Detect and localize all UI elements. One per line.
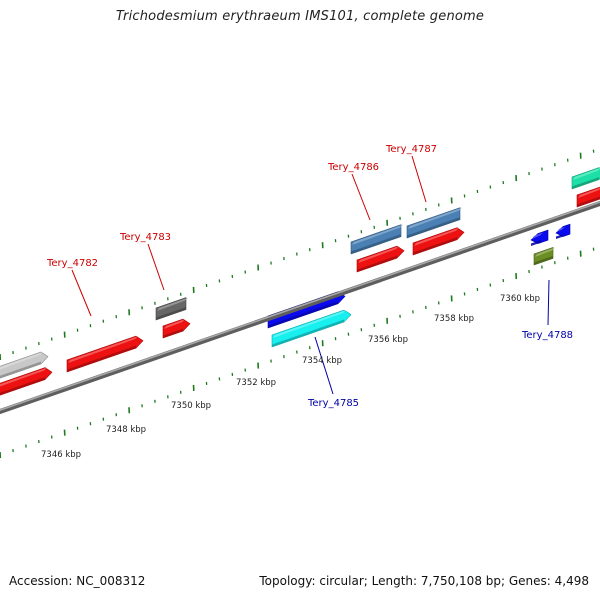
- upper-tick-track: [0, 149, 595, 361]
- gene-feature-gray_light: [0, 351, 49, 379]
- gene-feature-red-bevel: [578, 187, 600, 198]
- leader-line-4: [314, 336, 334, 395]
- gene-feature-olive-bevel: [535, 247, 555, 257]
- gene-feature-cyan-bevel: [273, 310, 346, 338]
- gene-label-tery-4785[interactable]: Tery_4785: [307, 398, 359, 409]
- gene-feature-blue: [530, 229, 549, 246]
- gene-feature-steelblue-body: [406, 207, 461, 239]
- scale-label-7356: 7356 kbp: [368, 335, 408, 345]
- gene-feature-red-shade: [413, 237, 457, 255]
- gene-feature-red-bevel: [414, 227, 459, 246]
- gene-feature-gray_dark-bevel: [157, 297, 188, 311]
- gene-feature-steelblue-bevel: [352, 224, 403, 245]
- gene-label-tery-4787[interactable]: Tery_4787: [385, 144, 437, 155]
- gene-feature-gray_dark-shade: [156, 307, 186, 320]
- gene-feature-gray_light-bevel: [0, 352, 43, 370]
- scale-label-7354: 7354 kbp: [302, 356, 342, 366]
- gene-feature-gray_dark: [155, 297, 188, 321]
- gene-label-tery-4782[interactable]: Tery_4782: [46, 258, 98, 269]
- gene-feature-red-body: [576, 186, 600, 208]
- gene-feature-blue-shade: [556, 234, 563, 239]
- gene-feature-cyan-shade: [272, 319, 344, 347]
- gene-feature-teal: [571, 167, 600, 190]
- gene-feature-blue: [555, 223, 571, 239]
- gene-label-tery-4788[interactable]: Tery_4788: [521, 330, 573, 341]
- gene-feature-cyan: [271, 309, 352, 348]
- genome-backbone-highlight: [0, 201, 600, 411]
- gene-feature-red-bevel: [358, 246, 399, 263]
- label-leader-lines: [71, 155, 550, 395]
- gene-label-tery-4783[interactable]: Tery_4783: [119, 232, 171, 243]
- gene-feature-steelblue: [406, 207, 462, 239]
- gene-feature-steelblue-body: [350, 224, 402, 255]
- scale-label-7360: 7360 kbp: [500, 294, 540, 304]
- gene-feature-steelblue: [350, 224, 403, 255]
- gene-feature-blue-shade: [268, 301, 338, 328]
- gene-feature-red-shade: [67, 345, 136, 372]
- gene-feature-olive: [533, 246, 555, 266]
- gene-feature-red-shade: [163, 328, 183, 338]
- gene-feature-blue-bevel: [557, 226, 565, 232]
- gene-label-tery-4786[interactable]: Tery_4786: [327, 162, 379, 173]
- gene-feature-red: [412, 227, 465, 256]
- scale-label-7352: 7352 kbp: [236, 378, 276, 388]
- gene-feature-blue-body: [555, 223, 571, 237]
- gene-feature-red-shade: [577, 196, 600, 207]
- gene-feature-steelblue-shade: [351, 234, 401, 254]
- leader-line-3: [411, 155, 427, 203]
- gene-feature-red-bevel: [164, 319, 185, 329]
- accession-label: Accession: NC_008312: [9, 574, 146, 588]
- gene-feature-red-bevel: [68, 336, 138, 363]
- gene-feature-blue-body: [530, 229, 549, 244]
- leader-line-1: [147, 243, 165, 291]
- gene-feature-red: [356, 245, 405, 273]
- genome-title: Trichodesmium erythraeum IMS101, complet…: [115, 9, 485, 24]
- gene-feature-red: [0, 367, 53, 396]
- gene-feature-blue-shade: [531, 240, 541, 246]
- gene-feature-red: [66, 335, 144, 373]
- scale-label-7346: 7346 kbp: [41, 450, 81, 460]
- leader-line-5: [547, 279, 550, 326]
- gene-feature-olive-shade: [534, 255, 553, 265]
- gene-feature-steelblue-shade: [407, 217, 460, 238]
- scale-label-7348: 7348 kbp: [106, 425, 146, 435]
- gene-feature-teal-bevel: [573, 167, 600, 180]
- gene-feature-teal-shade: [572, 177, 599, 189]
- gene-feature-teal-body: [571, 167, 600, 190]
- gene-feature-red-shade: [0, 377, 45, 396]
- lower-tick-track: [0, 247, 595, 459]
- scale-label-7350: 7350 kbp: [171, 401, 211, 411]
- gene-feature-red-shade: [357, 255, 397, 272]
- scale-label-7358: 7358 kbp: [434, 314, 474, 324]
- gene-feature-red: [576, 186, 600, 208]
- genome-backbone: [0, 200, 600, 415]
- gene-feature-red-bevel: [0, 367, 47, 387]
- feature-layer: [0, 167, 600, 396]
- leader-line-2: [351, 173, 371, 221]
- gene-feature-blue-bevel: [532, 232, 543, 239]
- gene-feature-gray_light-shade: [0, 361, 41, 379]
- leader-line-0: [71, 269, 92, 317]
- genome-stats-label: Topology: circular; Length: 7,750,108 bp…: [259, 574, 589, 588]
- gene-feature-steelblue-bevel: [408, 207, 462, 229]
- gene-feature-red: [162, 318, 191, 339]
